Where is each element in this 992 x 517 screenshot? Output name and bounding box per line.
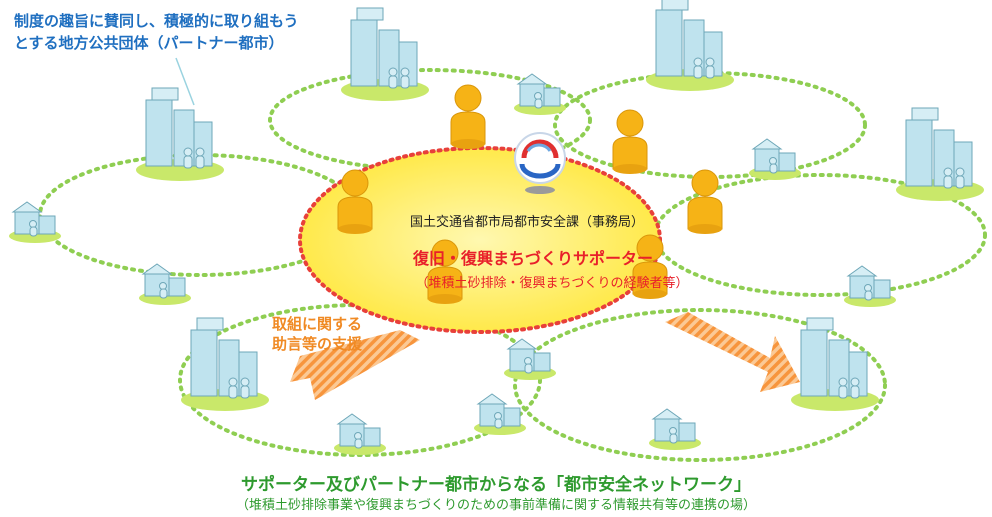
support-line-2: 助言等の支援 xyxy=(272,335,363,353)
support-label: 取組に関する 助言等の支援 xyxy=(272,314,362,354)
supporter-subtitle: （堆積土砂排除・復興まちづくりの経験者等） xyxy=(0,272,992,291)
supporter-title-text: 復旧・復興まちづくりサポーター xyxy=(412,249,653,268)
support-line-1: 取組に関する xyxy=(272,315,363,333)
partner-city-callout: 制度の趣旨に賛同し、積極的に取り組もう とする地方公共団体（パートナー都市） xyxy=(14,10,299,54)
callout-line-2: とする地方公共団体（パートナー都市） xyxy=(14,34,284,52)
callout-pointer xyxy=(175,57,195,106)
support-arrow-right xyxy=(665,312,800,392)
network-subtitle: （堆積土砂排除事業や復興まちづくりのための事前準備に関する情報共有等の連携の場） xyxy=(235,498,756,513)
network-title: サポーター及びパートナー都市からなる「都市安全ネットワーク」 xyxy=(241,475,751,495)
supporter-subtitle-text: （堆積土砂排除・復興まちづくりの経験者等） xyxy=(415,276,689,291)
support-arrow-left xyxy=(290,330,420,400)
supporter-title: 復旧・復興まちづくりサポーター xyxy=(0,245,992,269)
callout-line-1: 制度の趣旨に賛同し、積極的に取り組もう xyxy=(14,12,299,30)
mlit-logo xyxy=(514,132,566,194)
secretariat-label: 国土交通省都市局都市安全課（事務局） xyxy=(410,215,645,230)
